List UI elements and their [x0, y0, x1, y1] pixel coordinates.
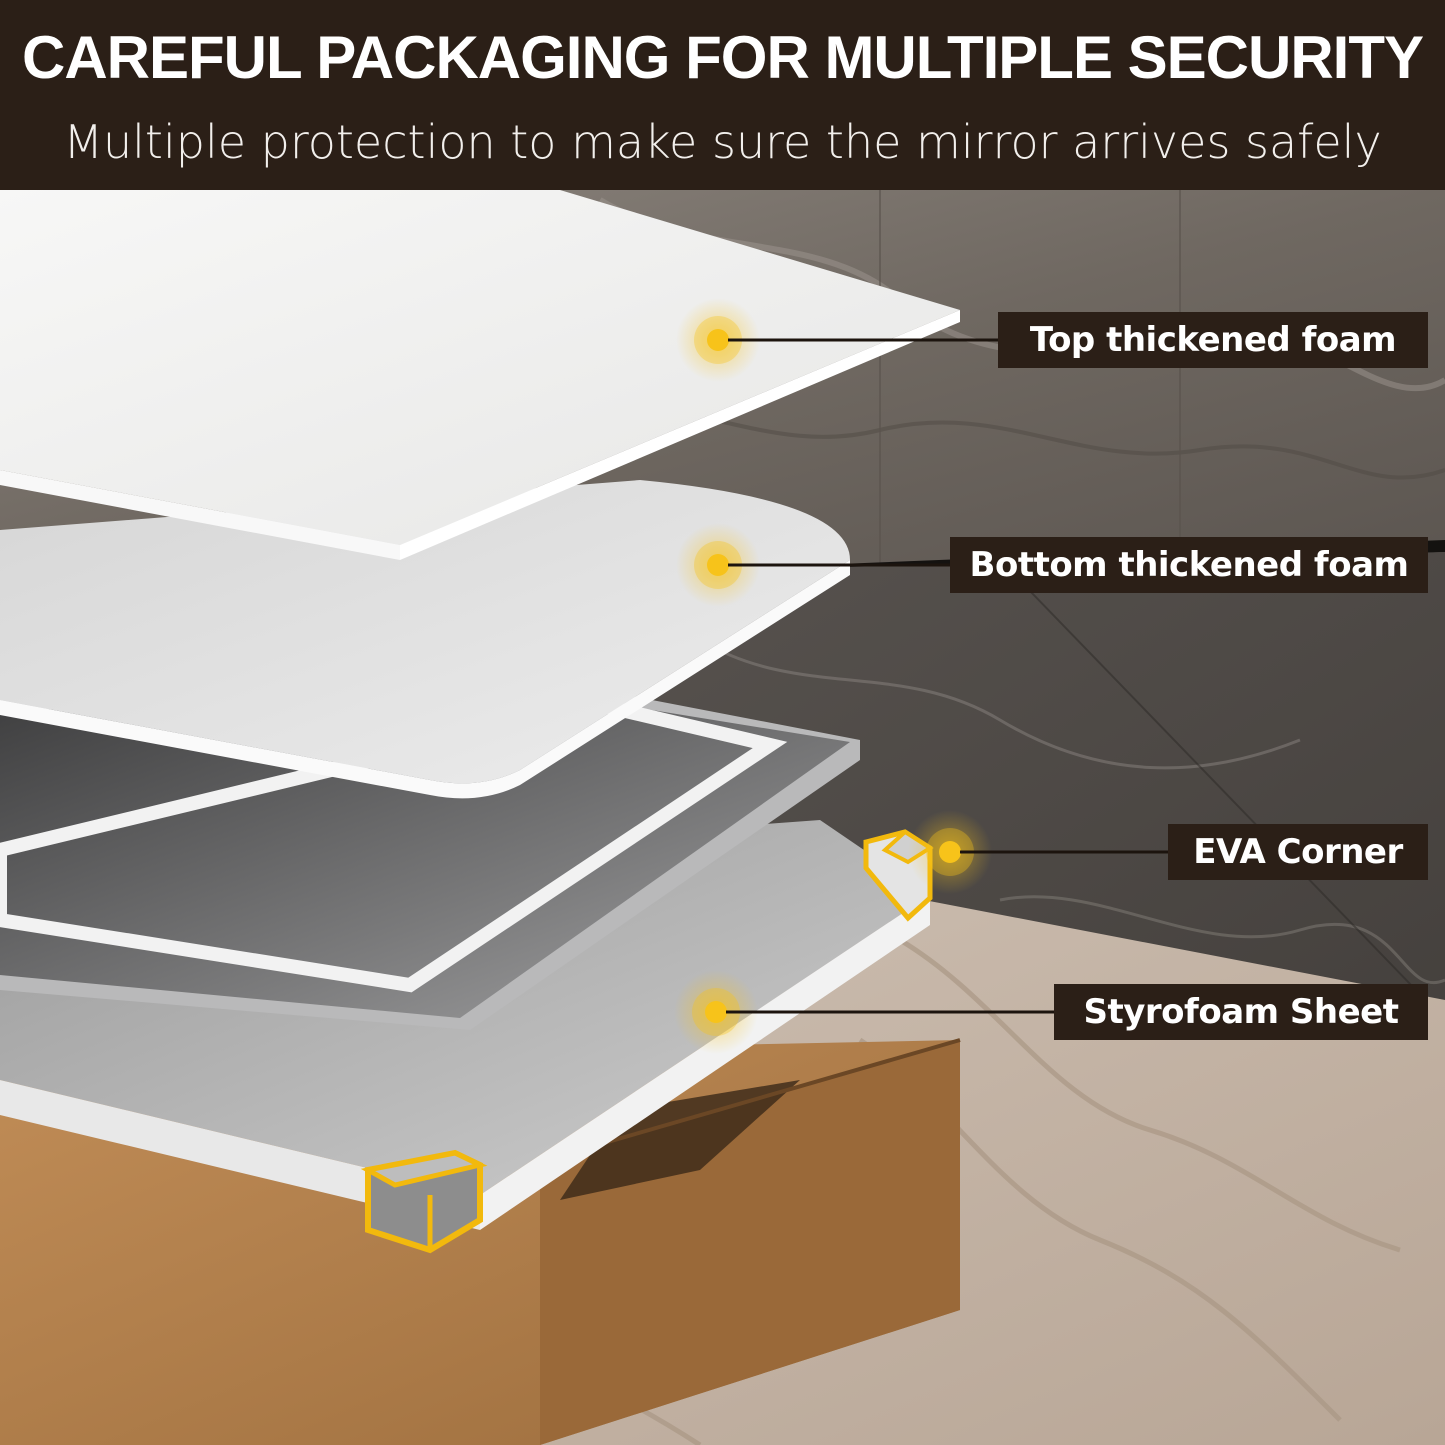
marker-top-foam: [676, 298, 1000, 382]
page-subtitle: Multiple protection to make sure the mir…: [63, 115, 1382, 169]
marker-eva-corner: [908, 810, 1170, 894]
header-banner: CAREFUL PACKAGING FOR MULTIPLE SECURITY …: [0, 0, 1445, 190]
marker-bottom-foam: [676, 523, 952, 607]
marker-styrofoam: [674, 970, 1055, 1054]
label-eva-corner: EVA Corner: [1168, 824, 1428, 880]
mirror-glass: [0, 700, 850, 1018]
eva-corner-bottom: [360, 1149, 488, 1254]
label-bottom-thickened-foam: Bottom thickened foam: [950, 537, 1428, 593]
bottom-foam-layer: [0, 480, 850, 784]
page-title: CAREFUL PACKAGING FOR MULTIPLE SECURITY: [22, 24, 1424, 91]
packaging-layers-illustration: [0, 190, 1445, 1445]
label-top-thickened-foam: Top thickened foam: [998, 312, 1428, 368]
label-styrofoam-sheet: Styrofoam Sheet: [1054, 984, 1428, 1040]
top-foam-layer: [0, 190, 960, 545]
